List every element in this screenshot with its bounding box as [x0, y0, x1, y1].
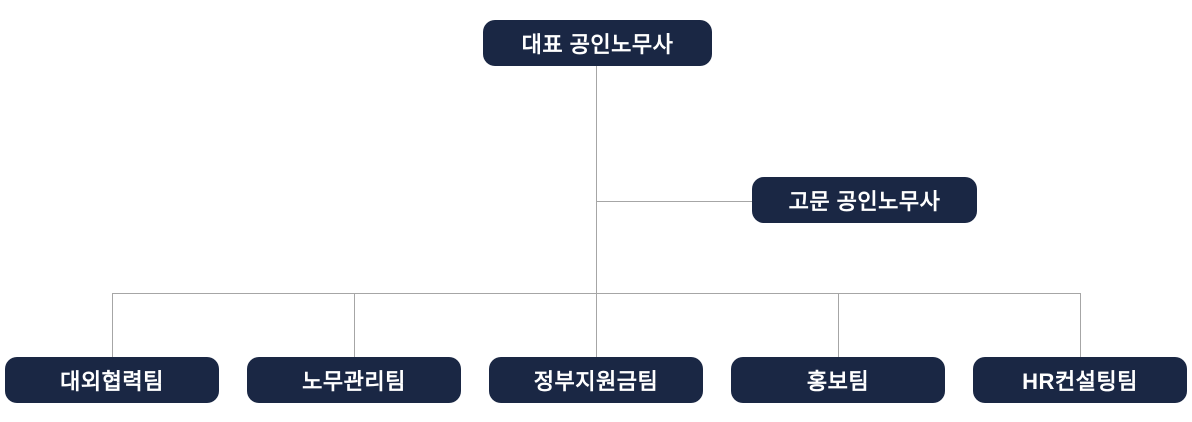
connector-drop-team-4 — [1080, 293, 1081, 357]
connector-drop-team-0 — [112, 293, 113, 357]
org-node-government-subsidy-team: 정부지원금팀 — [489, 357, 703, 403]
connector-drop-team-3 — [838, 293, 839, 357]
org-node-labor-management-team: 노무관리팀 — [247, 357, 461, 403]
connector-trunk-vertical — [596, 66, 597, 293]
org-node-advisor-labor-attorney: 고문 공인노무사 — [752, 177, 977, 223]
org-node-pr-team: 홍보팀 — [731, 357, 945, 403]
org-node-hr-consulting-team: HR컨설팅팀 — [973, 357, 1187, 403]
connector-drop-team-2 — [596, 293, 597, 357]
org-node-ceo-labor-attorney: 대표 공인노무사 — [483, 20, 712, 66]
org-node-external-cooperation-team: 대외협력팀 — [5, 357, 219, 403]
connector-drop-team-1 — [354, 293, 355, 357]
connector-advisor-branch — [597, 201, 752, 202]
